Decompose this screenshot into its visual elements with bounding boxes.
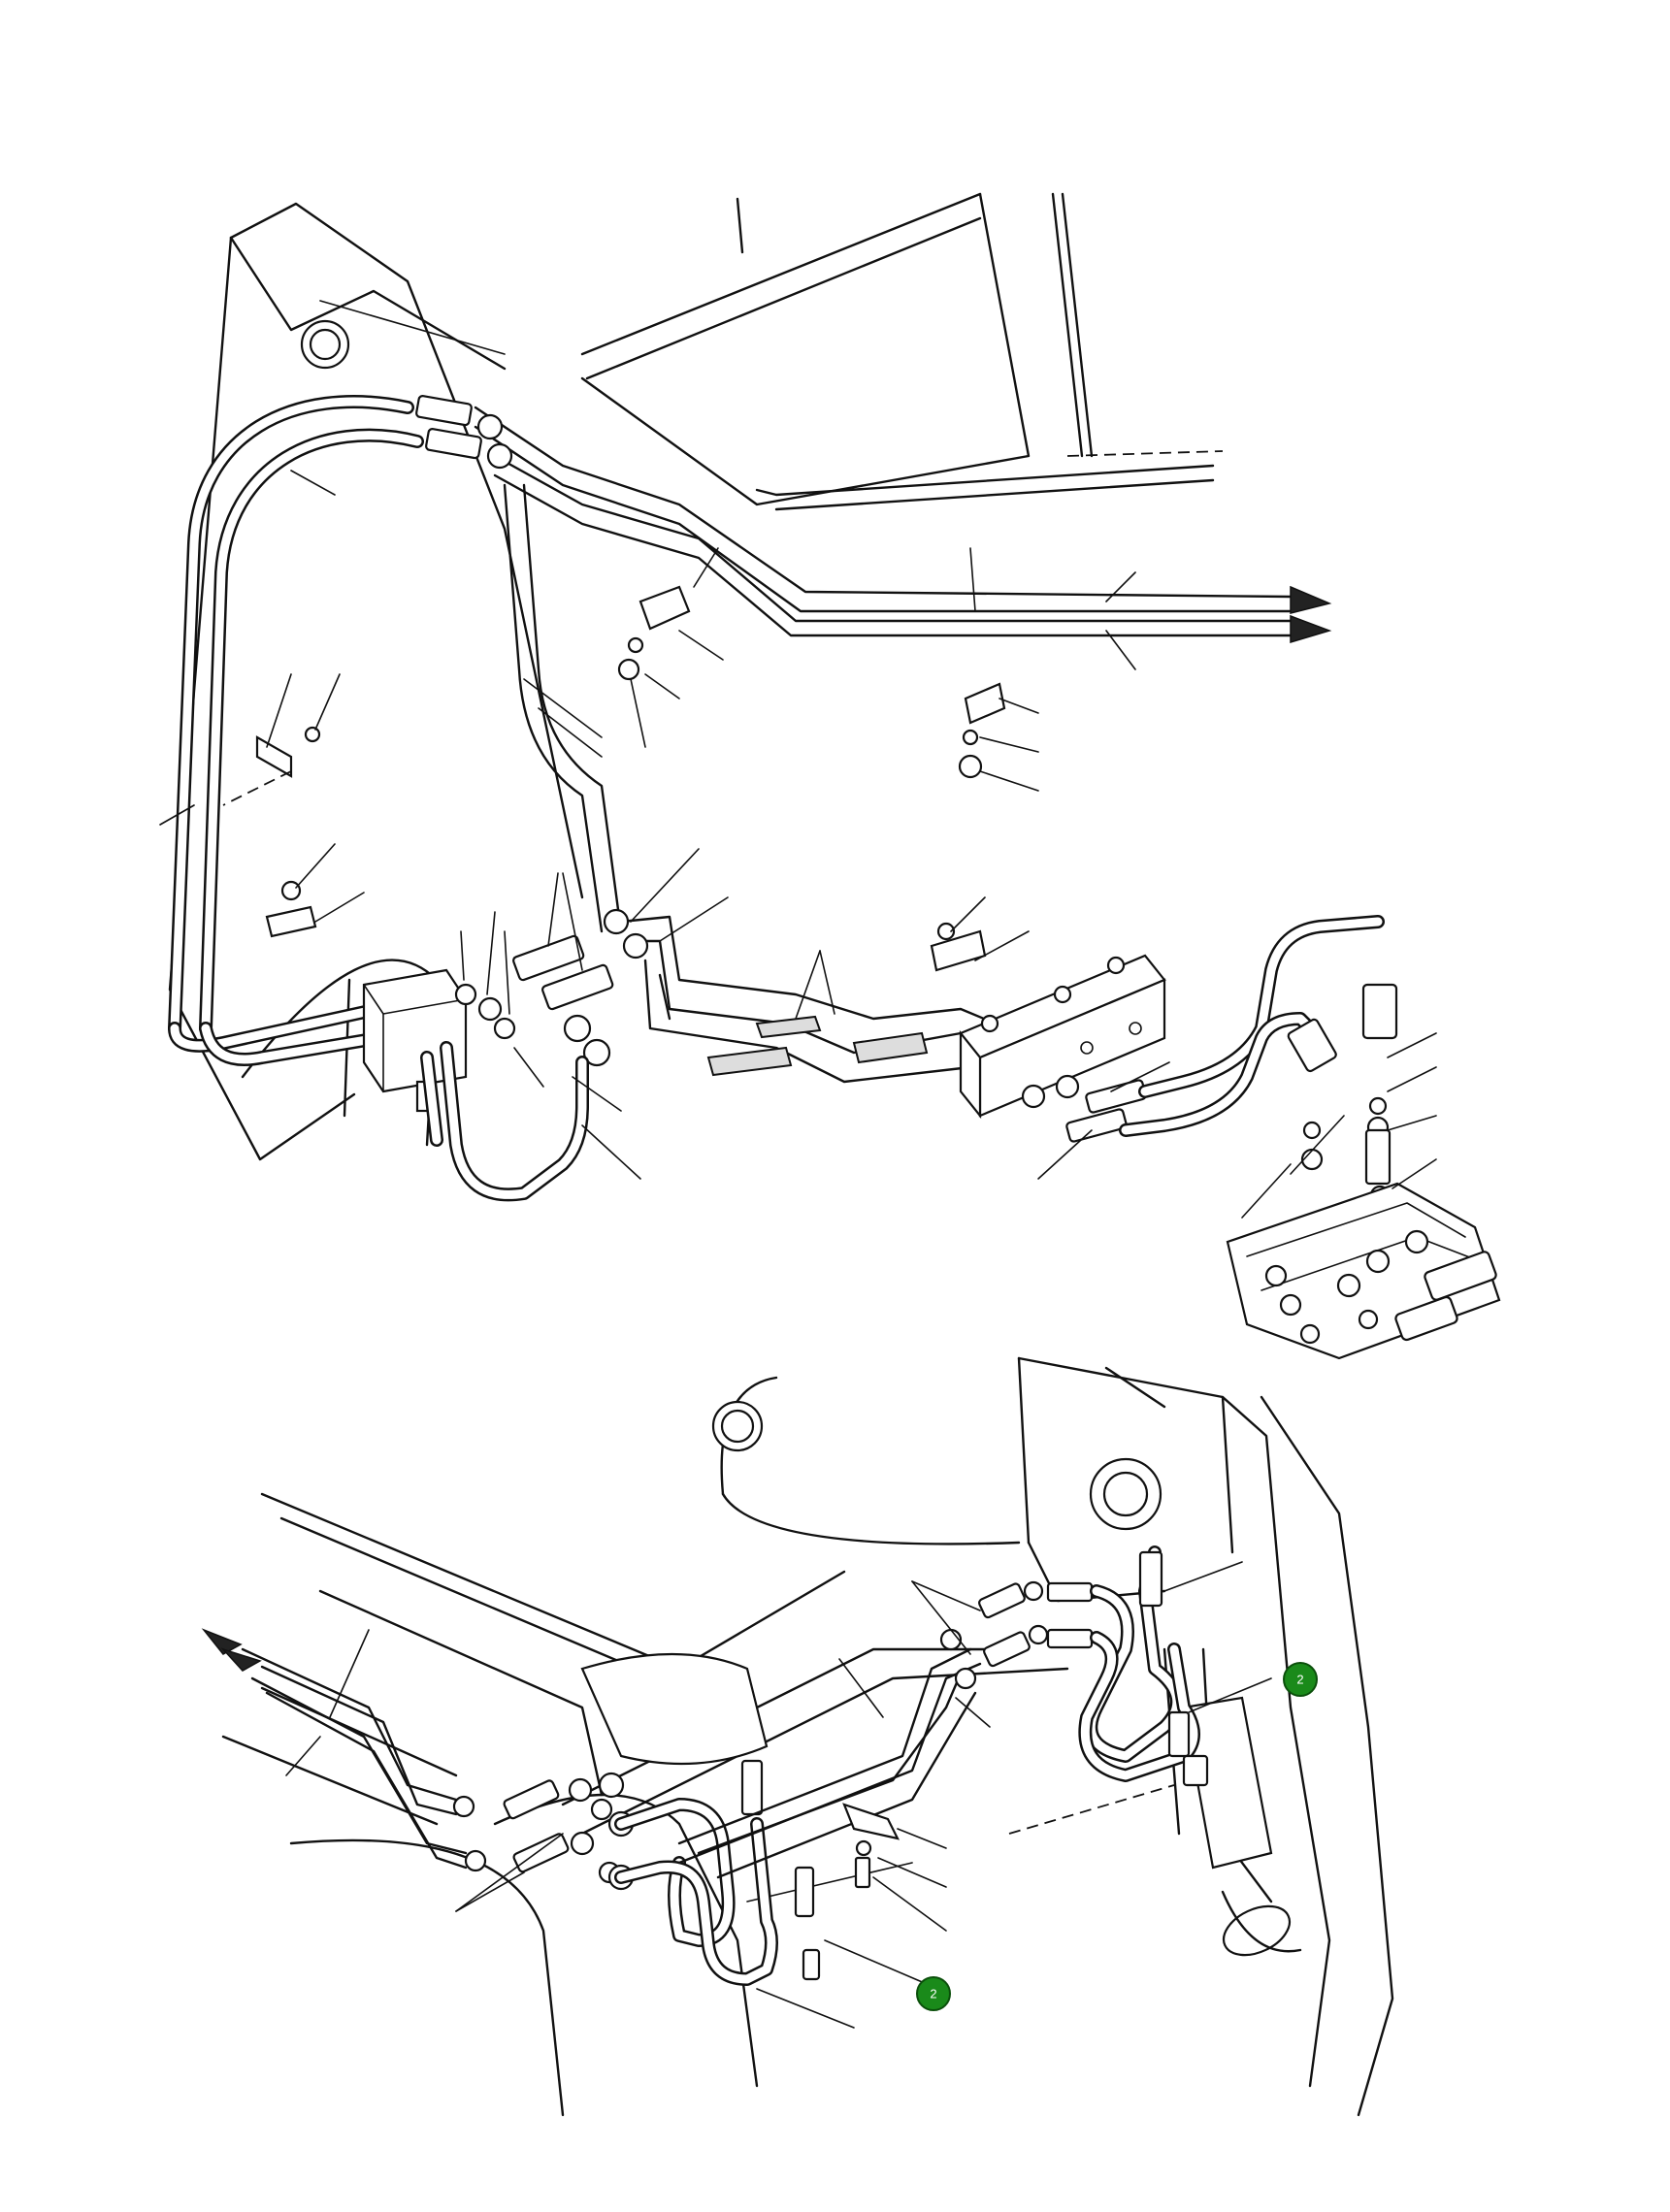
- lower-view-frame: [221, 1356, 1394, 2117]
- upper-view-leader-lines: [159, 470, 1437, 1219]
- callout-badge-lower: 2: [916, 1976, 951, 2011]
- callout-badge-lower-label: 2: [930, 1987, 936, 2001]
- callout-badge-upper: 2: [1283, 1662, 1318, 1697]
- upper-view-fittings: [255, 395, 1006, 1202]
- upper-view-manifold-and-tubes: [603, 908, 1501, 1360]
- callout-badge-upper-label: 2: [1296, 1673, 1303, 1687]
- lower-view-leader-lines: [285, 1561, 1272, 2029]
- lower-view-hoses: [201, 1545, 1209, 1986]
- upper-view-loader-arm: [168, 192, 1224, 1161]
- upper-view-hoses: [168, 395, 1332, 1066]
